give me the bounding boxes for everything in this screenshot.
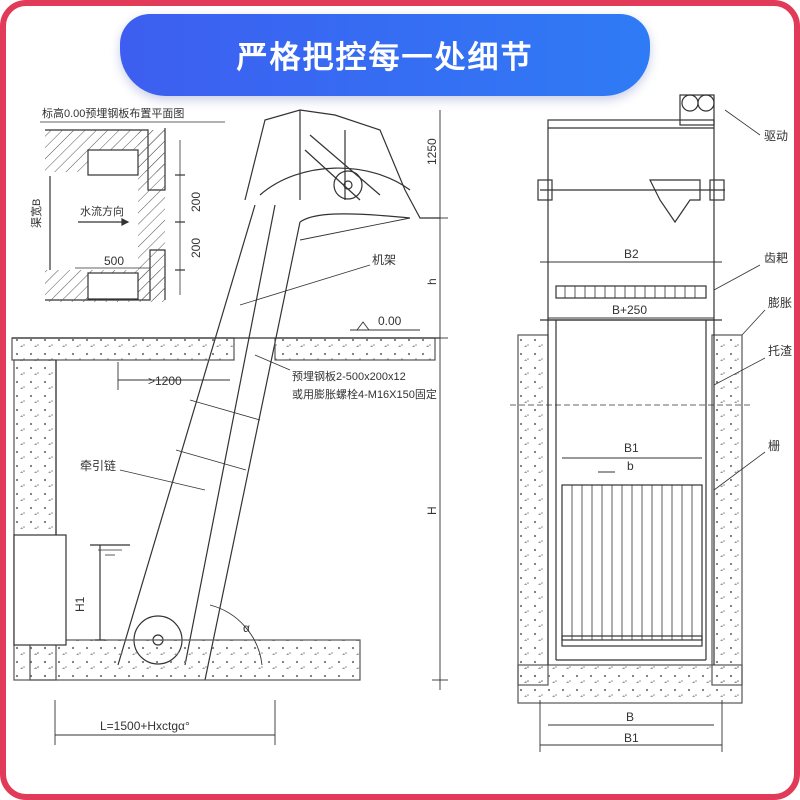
dim-B1-top: B1 [624,441,639,455]
dim-h: h [425,278,439,285]
dim-B2: B2 [624,247,639,261]
level-label: 0.00 [378,314,402,328]
label-support: 托渣 [768,344,792,358]
banner-title: 严格把控每一处细节 [236,40,534,76]
leader-lines [119,264,371,491]
dim-H: H [425,506,439,515]
dim-b: b [627,459,634,473]
dim-500: 500 [104,254,124,268]
traction-chain-label: 牵引链 [80,458,116,473]
front-view [510,94,766,752]
min-distance-label: >1200 [148,374,182,388]
machine-frame [117,109,440,681]
angle-label: α [243,621,250,635]
dim-B250: B+250 [612,303,647,317]
label-gear: 齿耙 [764,251,788,265]
dimension-lines [54,110,448,745]
frame-label: 机架 [372,253,396,267]
plan-inset [40,121,225,302]
dim-200-lower: 200 [189,238,203,258]
embedded-plate-line2: 或用膨胀螺栓4-M16X150固定 [292,387,437,401]
label-grid: 栅 [768,438,780,453]
channel-width-label: 渠宽B [29,199,43,228]
plan-caption: 标高0.00预埋钢板布置平面图 [42,106,184,120]
label-expand: 膨胀 [768,296,792,310]
dim-200-upper: 200 [189,192,203,212]
flow-direction-label: 水流方向 [80,204,124,218]
dim-B1-bottom: B1 [624,731,639,745]
title-banner: 严格把控每一处细节 [120,14,650,96]
dim-1250: 1250 [425,138,439,165]
dim-B: B [626,710,634,724]
pit-section [11,337,440,681]
embedded-plate-line1: 预埋钢板2-500x200x12 [292,369,406,383]
dim-H1: H1 [73,596,87,612]
length-formula: L=1500+Hxctgα° [100,719,190,733]
label-drive: 驱动 [764,129,788,143]
side-view [11,109,448,745]
